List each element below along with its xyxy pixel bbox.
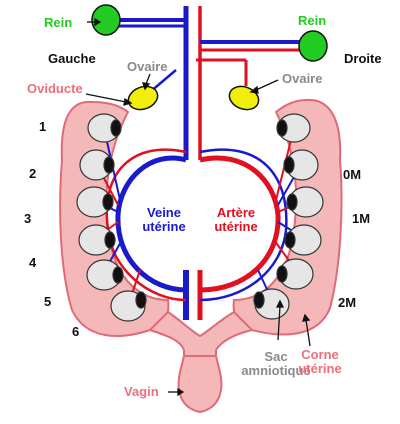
placenta (112, 266, 124, 284)
vagina (177, 355, 223, 414)
uterine-horn-label: Corne utérine (288, 348, 352, 376)
embryo-number-6: 6 (72, 324, 80, 339)
placenta (102, 193, 114, 211)
embryo-number-2: 2 (29, 166, 37, 181)
placenta (284, 231, 296, 249)
placenta (286, 193, 298, 211)
uterus-body (148, 310, 254, 359)
right-position-2m: 2M (338, 295, 357, 310)
right-kidney-label: Rein (298, 13, 327, 28)
right-kidney (298, 30, 328, 62)
placenta (283, 156, 295, 174)
oviduct-label: Oviducte (27, 81, 83, 96)
uterine-vein-label-line1: Veine (147, 205, 181, 220)
embryo-number-4: 4 (29, 255, 37, 270)
uterine-vein-label-line2: utérine (142, 219, 186, 234)
amniotic-sac-label-line1: Sac (264, 349, 288, 364)
vessel-trunks (118, 6, 302, 320)
embryo-number-3: 3 (24, 211, 32, 226)
uterine-horn-label-line1: Corne (301, 347, 339, 362)
right-ovary-label: Ovaire (282, 71, 323, 86)
placenta (104, 231, 116, 249)
placenta (276, 119, 288, 137)
amniotic-sac-label-line2: amniotique (241, 363, 311, 378)
right-embryos (253, 113, 324, 320)
left-kidney-label: Rein (44, 15, 73, 30)
uterine-artery-label-line2: utérine (214, 219, 258, 234)
right-position-1m: 1M (352, 211, 371, 226)
pointer-arrows (85, 17, 311, 397)
embryo-number-1: 1 (39, 119, 47, 134)
right-side-label: Droite (344, 51, 382, 66)
placenta (110, 119, 122, 137)
placenta (253, 291, 265, 309)
left-embryos (76, 113, 147, 322)
uterine-vein-label: Veine utérine (136, 206, 192, 234)
uterine-artery-label-line1: Artère (216, 205, 256, 220)
embryo-number-5: 5 (44, 294, 52, 309)
placenta (135, 291, 147, 309)
left-side-label: Gauche (48, 51, 96, 66)
inner-artery-arc (199, 148, 288, 302)
vagina-label: Vagin (124, 384, 159, 399)
uterine-vein-arc (115, 155, 187, 293)
left-kidney (91, 4, 121, 36)
placenta (103, 156, 115, 174)
placenta (276, 265, 288, 283)
left-ovary-label: Ovaire (127, 59, 168, 74)
uterine-horn-label-line2: utérine (298, 361, 342, 376)
amniotic-sac-label: Sac amniotique (236, 350, 316, 378)
uterine-artery-label: Artère utérine (208, 206, 264, 234)
right-position-0m: 0M (343, 167, 362, 182)
uterine-artery-arc (199, 155, 281, 293)
